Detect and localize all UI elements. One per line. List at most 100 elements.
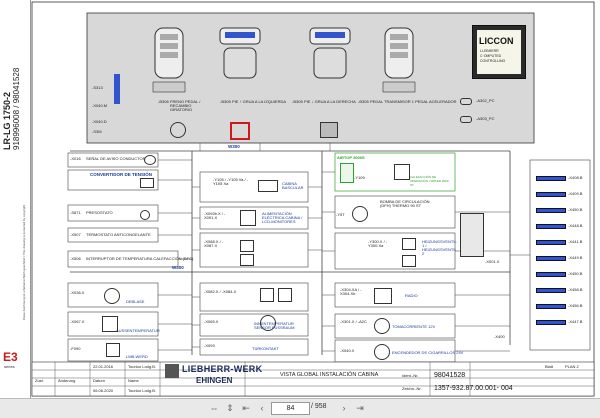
connector-label-4: -X448.B	[568, 223, 583, 228]
connector-label-3: -X450.B	[568, 207, 583, 212]
joystick-code-3: -B305	[292, 99, 303, 104]
right-item-code-6: -X040.X	[340, 348, 355, 353]
rev-header-zust: Zust.	[35, 378, 44, 383]
left-item-code-1: -X016	[70, 156, 81, 161]
liccon-title: LICCON	[479, 36, 514, 46]
left-item-label-4: TERMOSTATO ANTICONGELANTE	[86, 232, 151, 237]
fit-page-icon[interactable]: ⇕	[226, 403, 234, 413]
right-item-code-3: -Y300.X / -Y300.Xa	[368, 239, 388, 248]
right-item-label-1: AIRTOP 2000S	[337, 155, 365, 160]
right-item-label-3: HEIZUNGSVENTIL 1 / HEIZUNGSVENTIL 2	[422, 239, 457, 256]
horn-icon	[144, 155, 156, 165]
connector-label-6: -X449.B	[568, 255, 583, 260]
middle-item-code-5: -X065.X	[204, 319, 219, 324]
joystick-code-2: -B305	[220, 99, 231, 104]
switch-panel-icon-1	[260, 288, 274, 302]
prev-page-icon[interactable]: ‹	[260, 403, 264, 413]
date-1: 22.01.2016	[93, 364, 114, 369]
joystick-label-3: PIE ↓ GRUA A LA DERECHA	[304, 99, 356, 104]
bus-label-w300-bottom: W300	[172, 265, 184, 270]
right-item-label-4: RADIO	[405, 293, 418, 298]
monitor-icon	[240, 254, 254, 266]
pdf-viewer-toolbar: ⇔ ⇕ ⇤ ‹ 84 / 958 › ⇥	[0, 398, 600, 418]
liccon-screen: LICCON LI-EBHERR C·OMPUTED CONTROLLING	[477, 30, 521, 74]
connector-icon	[536, 304, 566, 309]
tilt-cylinder-icon	[258, 180, 278, 192]
far-right-panel-code: -X001.X	[485, 259, 500, 264]
switch-panel-icon-2	[278, 288, 292, 302]
connector-label-9: -X456.B	[568, 303, 583, 308]
top-left-item-3: -X040.D	[92, 119, 107, 124]
heating-valve-icon-2	[402, 255, 416, 267]
right-item-code-2: -Y5T	[336, 212, 345, 217]
drawing-number: 1357-932.87.00.001- 004	[434, 385, 513, 392]
pump-icon	[352, 206, 368, 222]
connector-icon	[536, 176, 566, 181]
joystick-code-4: -B305	[358, 99, 369, 104]
fit-width-icon[interactable]: ⇔	[209, 403, 219, 413]
connector-icon	[536, 288, 566, 293]
connector-icon	[536, 320, 566, 325]
heater-unit-icon	[394, 164, 410, 180]
first-page-icon[interactable]: ⇤	[242, 403, 250, 413]
middle-item-code-1: -Y105 / -Y105 Va / -Y105 Xa	[213, 177, 249, 186]
connector-label-1: -X408.B	[568, 175, 583, 180]
drawing-label: Zeichn.-Nr.	[402, 386, 422, 391]
liccon-line2: C·OMPUTED	[480, 54, 502, 58]
middle-item-code-4: -X082.X / -X084.X	[204, 289, 237, 294]
bus-label-w300-top: W300	[228, 144, 240, 149]
top-left-item-4: -S3M	[92, 129, 102, 134]
joystick-graphics	[152, 27, 416, 93]
connector-label-2: -X409.B	[568, 191, 583, 196]
date-2: 06.06.2020	[93, 388, 114, 393]
rev-header-name: Name	[128, 378, 139, 383]
liebherr-crane-logo	[165, 364, 179, 378]
left-title-strip: LR-LG 1750-2 918996008 / 98041528 Diese …	[0, 0, 31, 398]
ident-label: Ident.-Nr.	[402, 373, 419, 378]
right-item-sub-1: CALEFACCIÓN DE OPERACIÓN / WATER 2000 ST	[410, 175, 449, 187]
heating-valve-icon-1	[402, 238, 416, 250]
top-left-item-2: -X040.M	[92, 103, 108, 108]
page-code: PLAN 2	[565, 364, 579, 369]
sheet-title: VISTA GLOBAL INSTALACIÓN CABINA	[280, 372, 379, 378]
left-item-code-6: -X036.X	[70, 290, 85, 295]
plug-icon-1	[460, 98, 472, 105]
top-right-item-2: -A303_PC	[476, 116, 495, 121]
middle-item-label-1: CABINA BASCULAR	[282, 181, 304, 190]
middle-item-code-3: -X088.X / -X087.X	[204, 239, 224, 248]
connector-icon	[536, 240, 566, 245]
name-2: Tourloo Lodg.B.	[128, 388, 157, 393]
far-right-bottom-code: -X400	[494, 334, 505, 339]
e3-sub: series	[4, 364, 15, 369]
middle-item-code-2: -X092b.X / -X091.X	[204, 211, 226, 220]
e3-logo: E3	[3, 350, 18, 364]
connector-label-10: -X447.B	[568, 319, 583, 324]
left-item-label-8: LMB-WERD	[126, 354, 148, 359]
dial-icon	[170, 122, 186, 138]
left-item-label-2: CONVERTIDOR DE TENSIÓN	[90, 172, 153, 177]
connector-icon	[536, 256, 566, 261]
doc-title: LR-LG 1750-2	[2, 91, 12, 150]
left-item-label-6: DEBLASE	[126, 299, 145, 304]
doc-id: 918996008 / 98041528	[12, 67, 21, 150]
connector-icon	[536, 192, 566, 197]
left-item-label-1: SEÑAL DE AVISO CONDUCTOR	[86, 156, 146, 161]
connector-label-5: -X441.B	[568, 239, 583, 244]
last-page-icon[interactable]: ⇥	[356, 403, 364, 413]
drawing-sheet: LR-LG 1750-2 918996008 / 98041528 Diese …	[0, 0, 595, 398]
next-page-icon[interactable]: ›	[342, 403, 346, 413]
page-number-input[interactable]: 84	[271, 402, 310, 415]
heater-control-panel-icon	[460, 213, 484, 257]
company-line1: LIEBHERR-WERK	[182, 364, 263, 374]
top-left-item-1: -S313	[92, 85, 103, 90]
left-item-label-7: AUSSENTEMPERATUR	[116, 328, 160, 333]
right-item-code-1: -Y109	[354, 175, 365, 180]
copyright-note: Diese Zeichnung ist urheberrechtlich ges…	[22, 204, 26, 320]
top-left-switch-icon	[114, 74, 120, 104]
connector-icon	[536, 224, 566, 229]
joystick-label-4: PEDAL TRANSMISOR 1 PEDAL ACELERADOR	[370, 99, 457, 104]
joystick-label-1: FRENO PEDAL / RECAMBIO GIRATORIO	[170, 99, 201, 112]
company-line2: EHINGEN	[196, 376, 233, 385]
temp-sensor-icon	[260, 315, 276, 331]
right-item-label-6: ENCENDEDOR DE CIGARRILLOS 24V	[392, 350, 464, 355]
